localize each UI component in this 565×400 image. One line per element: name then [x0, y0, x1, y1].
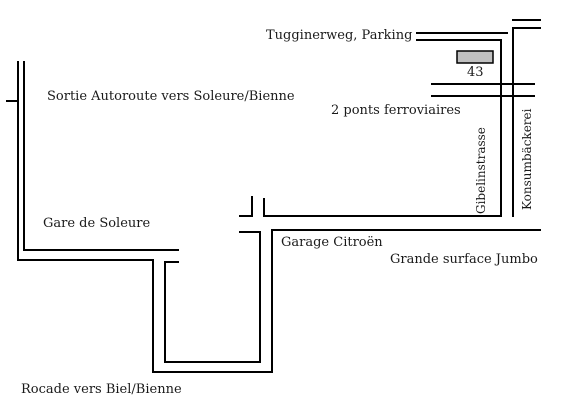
station-label: Gare de Soleure	[43, 216, 151, 231]
road-edge-lower-inner	[164, 231, 261, 363]
konsumbaeckerei-label: Konsumbäckerei	[520, 108, 534, 210]
parking-building	[456, 50, 494, 64]
road-edge-left-outer	[17, 61, 541, 373]
garage-label: Garage Citroën	[281, 235, 383, 250]
motorway-exit-label: Sortie Autoroute vers Soleure/Bienne	[47, 89, 295, 104]
road-edge-left-inner	[23, 61, 179, 251]
road-edge-konsum-right	[512, 27, 541, 217]
road-edge-gibelin	[263, 39, 502, 217]
railway-bridges-label: 2 ponts ferroviaires	[331, 103, 461, 118]
ring-road-label: Rocade vers Biel/Bienne	[21, 382, 182, 397]
road-stub-top	[239, 196, 253, 217]
house-number-label: 43	[467, 65, 484, 80]
parking-label: Tugginerweg, Parking	[266, 28, 413, 43]
store-label: Grande surface Jumbo	[390, 252, 538, 267]
gibelinstrasse-label: Gibelinstrasse	[474, 127, 488, 214]
